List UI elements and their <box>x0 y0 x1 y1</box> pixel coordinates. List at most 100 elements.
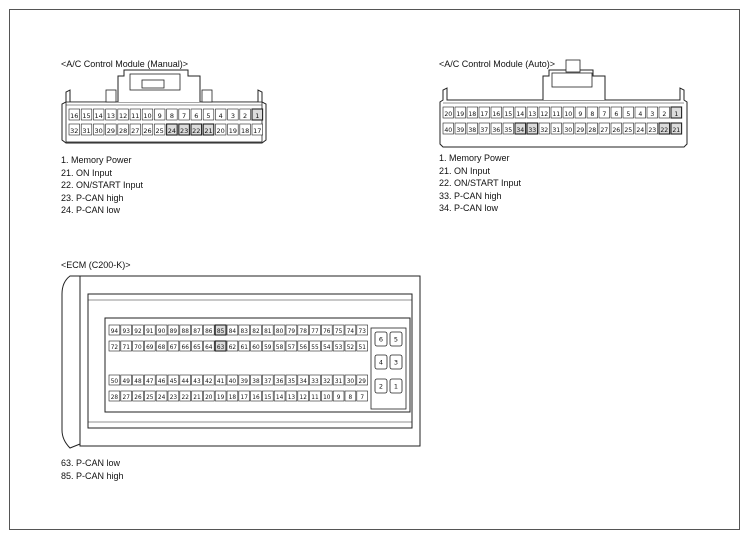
pin-cavity <box>598 106 610 119</box>
pin-cavity <box>226 374 239 386</box>
pin-cavity <box>226 340 239 352</box>
pin-number: 72 <box>111 345 119 351</box>
pin-number: 41 <box>217 379 225 385</box>
pin-number: 22 <box>660 127 668 134</box>
pin-cavity <box>202 108 215 121</box>
key-post <box>201 89 213 103</box>
pin-cavity <box>502 106 514 119</box>
pin-number: 21 <box>204 127 212 135</box>
pin-cavity <box>574 106 586 119</box>
pin-number: 39 <box>241 379 249 385</box>
pin-number: 47 <box>146 379 154 385</box>
pin-cavity <box>132 390 144 402</box>
pin-number: 37 <box>264 379 272 385</box>
pin-cavity <box>80 108 93 121</box>
pin-cavity <box>332 340 345 352</box>
power-pin-cavity <box>389 354 403 370</box>
pin-number: 16 <box>492 111 500 118</box>
pin-number: 10 <box>143 112 151 120</box>
pin-cavity <box>658 122 671 135</box>
pin-cavity <box>239 123 251 136</box>
pin-number: 15 <box>504 111 512 118</box>
pin-cavity <box>108 340 121 352</box>
pin-number: 73 <box>359 329 367 335</box>
pin-cavity <box>442 106 454 119</box>
pin-number: 28 <box>119 127 127 135</box>
pin-number: 83 <box>241 329 249 335</box>
pin-number: 45 <box>170 379 178 385</box>
pin-number: 14 <box>276 395 284 401</box>
pin-number: 5 <box>394 336 398 344</box>
pin-number: 21 <box>193 395 201 401</box>
pin-number: 1 <box>674 111 678 118</box>
pin-cavity <box>179 374 191 386</box>
pin-cavity <box>356 374 368 386</box>
pin-cavity <box>454 122 466 135</box>
pin-number: 36 <box>276 379 284 385</box>
pin-cavity <box>117 108 129 121</box>
pin-cavity <box>141 108 154 121</box>
diagram-frame <box>9 9 740 530</box>
pin-number: 93 <box>123 329 131 335</box>
connector-face <box>65 101 263 143</box>
pin-number: 37 <box>480 127 488 134</box>
pin-cavity <box>586 106 598 119</box>
pin-number: 18 <box>468 111 476 118</box>
pin-number: 62 <box>229 345 237 351</box>
pin-number: 56 <box>300 345 308 351</box>
pin-cavity <box>514 122 527 135</box>
pin-cavity <box>273 374 286 386</box>
pin-cavity <box>309 324 321 336</box>
pin-cavity <box>226 324 239 336</box>
pin-cavity <box>478 122 490 135</box>
pin-number: 31 <box>552 127 560 134</box>
pin-number: 65 <box>193 345 201 351</box>
pin-cavity <box>344 374 357 386</box>
pin-number: 18 <box>241 127 249 135</box>
pin-number: 67 <box>170 345 178 351</box>
pin-number: 88 <box>182 329 190 335</box>
pin-number: 1 <box>255 112 259 120</box>
pin-number: 8 <box>170 112 174 120</box>
pin-number: 12 <box>119 112 127 120</box>
pin-number: 15 <box>82 112 90 120</box>
pin-number: 39 <box>456 127 464 134</box>
pin-cavity <box>108 324 121 336</box>
pin-number: 91 <box>146 329 154 335</box>
pin-number: 31 <box>335 379 343 385</box>
pin-number: 26 <box>612 127 620 134</box>
pin-number: 9 <box>578 111 582 118</box>
pin-cavity <box>132 374 144 386</box>
pin-cavity <box>93 123 105 136</box>
pin-number: 28 <box>111 395 119 401</box>
pin-cavity <box>108 374 121 386</box>
pin-number: 80 <box>276 329 284 335</box>
auto-pin-list: 1. Memory Power 21. ON Input 22. ON/STAR… <box>439 152 521 215</box>
pin-number: 81 <box>264 329 272 335</box>
pin-number: 16 <box>70 112 78 120</box>
power-pin-cavity <box>374 331 388 347</box>
power-pin-cavity <box>374 354 388 370</box>
pin-cavity <box>321 324 333 336</box>
pin-number: 29 <box>107 127 115 135</box>
pin-cavity <box>238 324 250 336</box>
pin-cavity <box>155 374 168 386</box>
pin-cavity <box>356 340 368 352</box>
pin-number: 9 <box>158 112 162 120</box>
pin-cavity <box>297 340 309 352</box>
pin-number: 94 <box>111 329 119 335</box>
manual-pin-note: 24. P-CAN low <box>61 205 121 215</box>
pin-number: 30 <box>564 127 572 134</box>
pin-number: 4 <box>638 111 642 118</box>
pin-number: 24 <box>168 127 176 135</box>
pin-number: 60 <box>252 345 260 351</box>
pin-cavity <box>167 374 180 386</box>
pin-number: 25 <box>156 127 164 135</box>
power-pin-cavity <box>389 378 403 394</box>
pin-cavity <box>262 340 274 352</box>
pin-cavity <box>309 340 321 352</box>
pin-cavity <box>214 324 227 336</box>
pin-cavity <box>179 324 191 336</box>
pin-cavity <box>610 106 622 119</box>
pin-cavity <box>179 390 191 402</box>
